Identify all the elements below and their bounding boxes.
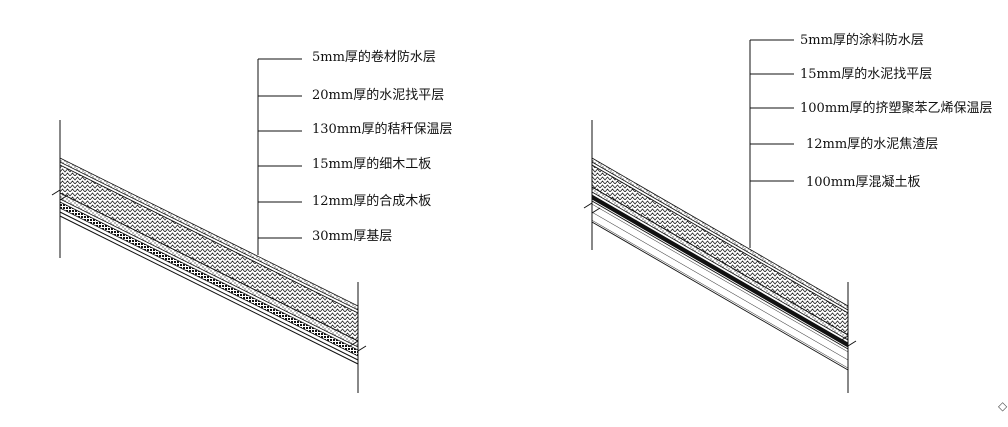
right-layer-waterproof [591, 157, 849, 311]
left-base-line [59, 211, 359, 361]
right-layer-insulation [591, 164, 849, 336]
right-break-mark [583, 202, 601, 214]
left-layer-board-1 [59, 192, 359, 348]
left-label-1: 5mm厚的卷材防水层 [312, 49, 436, 65]
left-layer-board-2 [59, 201, 359, 357]
right-roof-section: 5mm厚的涂料防水层 15mm厚的水泥找平层 100mm厚的挤塑聚苯乙烯保温层 … [583, 32, 992, 393]
left-label-6: 30mm厚基层 [312, 229, 392, 244]
right-layer-dark-band [591, 194, 849, 348]
left-base-line-2 [59, 215, 359, 365]
left-roof-section: 5mm厚的卷材防水层 20mm厚的水泥找平层 130mm厚的秸秆保温层 15mm… [51, 49, 452, 393]
left-layer-waterproof [59, 157, 359, 311]
left-break-mark-2 [349, 340, 367, 352]
right-label-1: 5mm厚的涂料防水层 [800, 32, 924, 48]
right-layer-cinder [591, 186, 849, 341]
right-layer-labels: 5mm厚的涂料防水层 15mm厚的水泥找平层 100mm厚的挤塑聚苯乙烯保温层 … [800, 32, 992, 190]
corner-marker-icon: ◇ [998, 399, 1008, 413]
right-label-5: 100mm厚混凝土板 [806, 174, 920, 190]
right-layer-concrete [591, 200, 849, 371]
left-layer-labels: 5mm厚的卷材防水层 20mm厚的水泥找平层 130mm厚的秸秆保温层 15mm… [312, 49, 452, 244]
right-label-2: 15mm厚的水泥找平层 [800, 66, 932, 82]
right-label-3: 100mm厚的挤塑聚苯乙烯保温层 [800, 100, 992, 116]
left-layer-insulation [59, 164, 359, 342]
right-label-4: 12mm厚的水泥焦渣层 [806, 136, 938, 152]
left-label-3: 130mm厚的秸秆保温层 [312, 121, 452, 137]
left-label-2: 20mm厚的水泥找平层 [312, 87, 444, 103]
left-break-mark [51, 189, 69, 201]
left-label-4: 15mm厚的细木工板 [312, 156, 431, 172]
left-label-5: 12mm厚的合成木板 [312, 193, 431, 209]
right-break-mark-2 [839, 335, 857, 347]
